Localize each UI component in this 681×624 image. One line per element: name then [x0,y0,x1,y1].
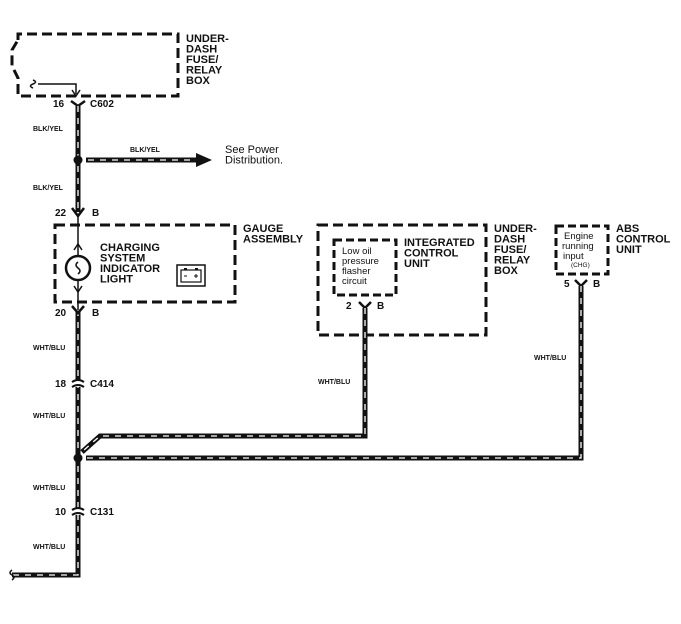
pin-5: 5 [564,279,570,290]
pin-20: 20 [55,308,67,319]
integrated-control-unit: Low oil pressure flasher circuit INTEGRA… [316,223,540,337]
charging-indicator-label: CHARGING SYSTEM INDICATOR LIGHT [100,242,163,286]
arrow-right-icon [196,153,212,167]
engine-running-input-label: Engine running input [562,231,596,262]
gauge-assembly: 22 B CHARGING SYSTEM INDICATOR LIGHT GAU… [53,207,304,319]
wire-label: BLK/YEL [33,185,64,192]
abs-label: ABS CONTROL UNIT [616,223,673,256]
pin-22: 22 [55,208,67,219]
connector-label-c131: C131 [90,507,114,518]
pin-18: 18 [55,379,67,390]
wire-to-abs [86,286,584,461]
splice-point [73,155,83,165]
connector-c602: 16 C602 [53,99,114,110]
underdash-label-2: UNDER- DASH FUSE/ RELAY BOX [494,223,540,277]
terminal-b: B [92,208,99,219]
chg-label: (CHG) [571,262,590,269]
pin-2: 2 [346,301,352,312]
wire-label: BLK/YEL [130,147,161,154]
wire-label: WHT/BLU [318,379,350,386]
abs-control-unit: Engine running input (CHG) ABS CONTROL U… [554,223,673,290]
terminal-b: B [593,279,600,290]
gauge-assembly-label: GAUGE ASSEMBLY [243,223,304,246]
underdash-label: UNDER- DASH FUSE/ RELAY BOX [186,33,232,87]
underdash-fuse-relay-box-top: UNDER- DASH FUSE/ RELAY BOX [10,32,232,98]
wire-label: WHT/BLU [534,355,566,362]
wire-label: BLK/YEL [33,126,64,133]
wire-label: WHT/BLU [33,345,65,352]
terminal-b: B [92,308,99,319]
connector-label-c414: C414 [90,379,114,390]
wire-label: WHT/BLU [33,544,65,551]
icu-label: INTEGRATED CONTROL UNIT [404,237,478,270]
splice-point [73,453,83,463]
wire-label: WHT/BLU [33,485,65,492]
wire-label: WHT/BLU [33,413,65,420]
terminal-b: B [377,301,384,312]
wire-main [9,106,81,581]
connector-c131: 10 C131 [55,507,114,518]
pin-10: 10 [55,507,67,518]
low-oil-flasher-label: Low oil pressure flasher circuit [342,246,382,287]
battery-icon [176,264,206,287]
pin-16: 16 [53,99,65,110]
wire-to-icu [80,308,368,454]
connector-label-c602: C602 [90,99,114,110]
power-distribution-ref[interactable]: See Power Distribution. [225,144,283,167]
connector-c414: 18 C414 [55,379,114,390]
wire-power-distribution [86,153,212,167]
